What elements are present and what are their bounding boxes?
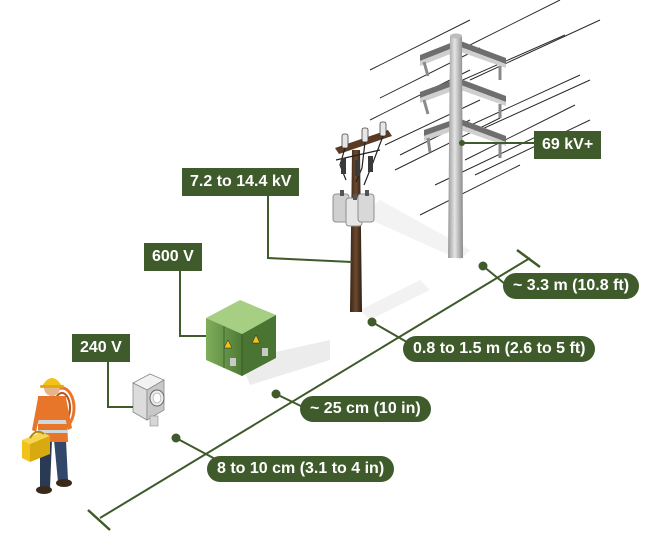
distance-label-8-to-10cm: 8 to 10 cm (3.1 to 4 in) xyxy=(207,456,395,482)
distribution-pole-icon xyxy=(332,121,392,312)
distance-label-0-8-to-1-5m: 0.8 to 1.5 m (2.6 to 5 ft) xyxy=(403,336,596,362)
pad-mount-transformer-icon xyxy=(206,300,276,376)
distance-label-25cm: ~ 25 cm (10 in) xyxy=(300,396,431,422)
transmission-tower-icon xyxy=(369,0,601,258)
ground-shadows xyxy=(240,200,470,385)
ground-line xyxy=(87,248,541,531)
voltage-label-240v: 240 V xyxy=(72,334,130,362)
voltage-label-7-2-to-14-4kv: 7.2 to 14.4 kV xyxy=(182,168,300,196)
electric-meter-icon xyxy=(132,373,165,427)
voltage-label-600v: 600 V xyxy=(144,243,202,271)
distance-markers xyxy=(171,140,488,443)
distance-label-3-3m: ~ 3.3 m (10.8 ft) xyxy=(503,273,640,299)
worker-icon xyxy=(22,378,76,494)
voltage-label-69kv: 69 kV+ xyxy=(534,131,602,159)
